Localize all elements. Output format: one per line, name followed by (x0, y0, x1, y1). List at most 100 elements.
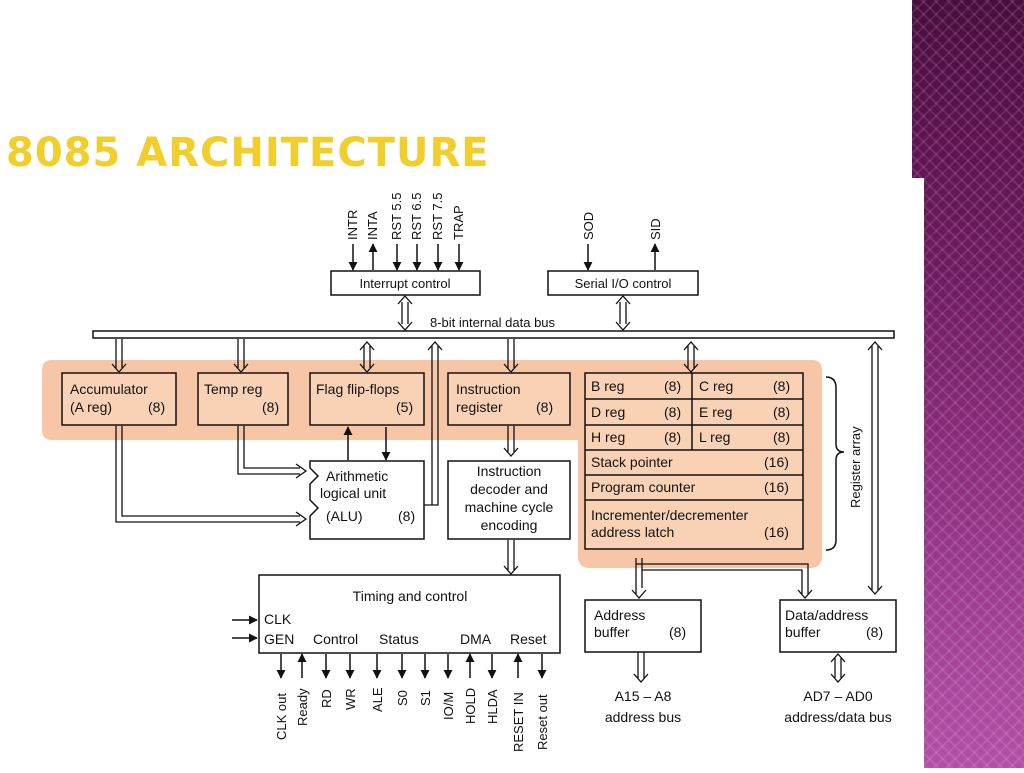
out-reset-in: RESET IN (511, 692, 526, 752)
signal-trap: TRAP (451, 205, 466, 240)
reg-b-size: (8) (664, 378, 681, 394)
address-bus-range: A15 – A8 (615, 688, 672, 704)
reg-l-size: (8) (773, 429, 790, 445)
reg-e: E reg (699, 404, 732, 420)
instruction-register-box (447, 372, 571, 426)
alu-box (309, 460, 425, 540)
timing-control-title: Timing and control (353, 588, 468, 604)
interrupt-control-label: Interrupt control (359, 276, 450, 291)
signal-intr: INTR (345, 210, 360, 240)
address-buffer-size: (8) (669, 624, 686, 640)
alu-line3: (ALU) (326, 508, 363, 524)
out-reset-out: Reset out (535, 694, 550, 750)
decoder-line4: encoding (481, 517, 538, 533)
ir-line2: register (456, 399, 503, 415)
register-array-brace (825, 376, 845, 551)
timing-control-box (258, 574, 561, 654)
address-bus-label: address bus (605, 709, 681, 725)
data-address-buffer-box (779, 599, 897, 653)
timing-dma: DMA (460, 631, 492, 647)
address-buffer-line2: buffer (594, 624, 630, 640)
reg-c-size: (8) (773, 378, 790, 394)
accumulator-line1: Accumulator (70, 381, 148, 397)
architecture-diagram: INTR INTA RST 5.5 RST 6.5 RST 7.5 TRAP I… (42, 193, 897, 752)
purple-side-band (912, 0, 1024, 768)
accumulator-line2: (A reg) (70, 399, 112, 415)
alu-size: (8) (398, 508, 415, 524)
bus-label: 8-bit internal data bus (430, 315, 556, 330)
clock-input-arrows (232, 615, 258, 643)
flag-flipflops-box (309, 372, 425, 426)
register-array-label: Register array (848, 426, 863, 508)
reg-l: L reg (699, 429, 730, 445)
data-buffer-line1: Data/address (785, 607, 868, 623)
interrupt-control-box (330, 270, 481, 296)
signal-rst75: RST 7.5 (430, 193, 445, 240)
slide-title: 8085 ARCHITECTURE (6, 130, 490, 176)
out-hlda: HLDA (485, 689, 500, 724)
timing-control: Control (313, 631, 358, 647)
signal-sod: SOD (581, 212, 596, 240)
decoder-line3: machine cycle (465, 499, 554, 515)
out-s1: S1 (418, 690, 433, 706)
serial-io-label: Serial I/O control (575, 276, 672, 291)
program-counter-label: Program counter (591, 479, 696, 495)
serial-io-box (547, 270, 699, 296)
out-ready: Ready (295, 688, 310, 726)
flag-flipflops-size: (5) (396, 399, 413, 415)
bus-connectors (111, 295, 883, 683)
out-hold: HOLD (463, 688, 478, 724)
stack-pointer-size: (16) (764, 454, 789, 470)
temp-reg-label: Temp reg (204, 381, 262, 397)
signal-rst55: RST 5.5 (389, 193, 404, 240)
out-clk-out: CLK out (274, 693, 289, 740)
internal-data-bus (92, 330, 895, 339)
data-buffer-line2: buffer (785, 624, 821, 640)
interrupt-signal-arrows (348, 243, 464, 271)
signal-rst65: RST 6.5 (409, 193, 424, 240)
interrupt-signal-labels: INTR INTA RST 5.5 RST 6.5 RST 7.5 TRAP (345, 193, 466, 240)
out-iom: IO/M (441, 692, 456, 720)
reg-d: D reg (591, 404, 625, 420)
incrementer-line1: Incrementer/decrementer (591, 507, 749, 523)
stack-pointer-label: Stack pointer (591, 454, 673, 470)
data-bus-range: AD7 – AD0 (803, 688, 872, 704)
temp-reg-size: (8) (262, 399, 279, 415)
program-counter-size: (16) (764, 479, 789, 495)
data-bus-label: address/data bus (784, 709, 891, 725)
reg-h: H reg (591, 429, 625, 445)
reg-d-size: (8) (664, 404, 681, 420)
temp-reg-box (197, 372, 289, 426)
out-rd: RD (319, 689, 334, 708)
accumulator-size: (8) (148, 399, 165, 415)
signal-sid: SID (648, 218, 663, 240)
ir-line1: Instruction (456, 381, 521, 397)
out-ale: ALE (370, 687, 385, 712)
reg-b: B reg (591, 378, 624, 394)
out-s0: S0 (395, 690, 410, 706)
timing-clk: CLK (264, 611, 292, 627)
signal-inta: INTA (365, 211, 380, 240)
instruction-decoder-box (447, 460, 571, 540)
accumulator-box (61, 372, 177, 426)
alu-line2: logical unit (320, 485, 386, 501)
timing-gen: GEN (264, 631, 294, 647)
timing-output-labels: CLK out Ready RD WR ALE S0 S1 IO/M HOLD … (274, 687, 550, 752)
out-wr: WR (343, 688, 358, 710)
flag-flipflops-label: Flag flip-flops (316, 381, 399, 397)
alu-line1: Arithmetic (326, 468, 388, 484)
decoder-line1: Instruction (477, 463, 542, 479)
reg-c: C reg (699, 378, 733, 394)
timing-status: Status (379, 631, 419, 647)
timing-reset: Reset (510, 631, 547, 647)
reg-h-size: (8) (664, 429, 681, 445)
reg-e-size: (8) (773, 404, 790, 420)
timing-output-arrows (276, 653, 547, 679)
address-buffer-box (584, 599, 702, 653)
diagram-panel: INTR INTA RST 5.5 RST 6.5 RST 7.5 TRAP I… (0, 178, 924, 768)
address-buffer-line1: Address (594, 607, 645, 623)
incrementer-size: (16) (764, 524, 789, 540)
incrementer-line2: address latch (591, 524, 674, 540)
data-buffer-size: (8) (866, 624, 883, 640)
ir-size: (8) (536, 399, 553, 415)
